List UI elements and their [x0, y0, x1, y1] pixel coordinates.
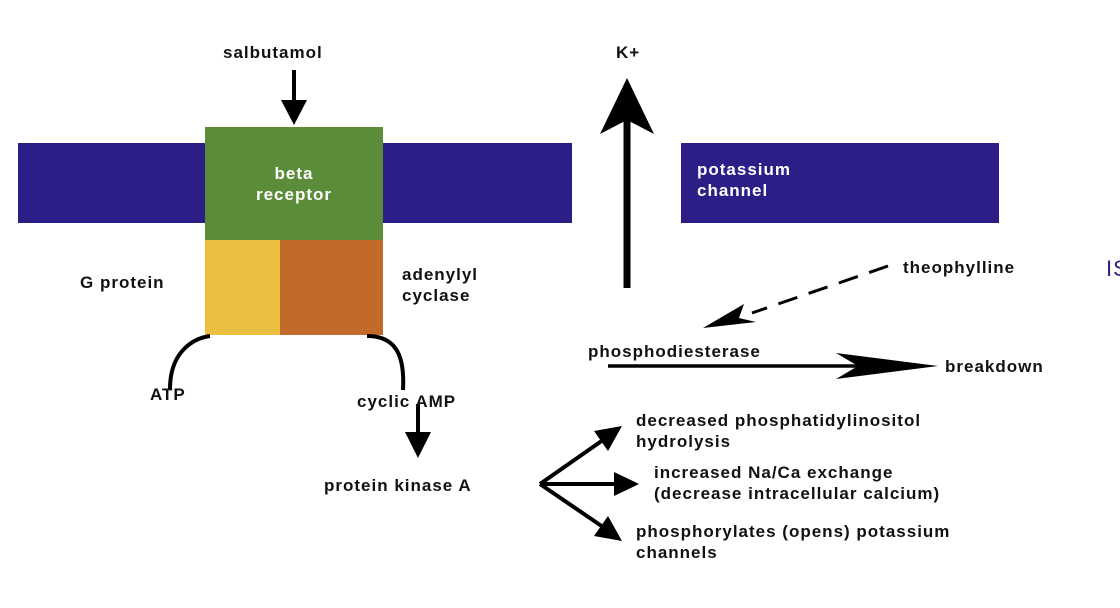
- k-plus-arrow: [600, 78, 654, 288]
- adenylyl-cyclase-label: adenylyl cyclase: [402, 265, 479, 305]
- salbutamol-label: salbutamol: [223, 43, 323, 62]
- theophylline-arrow: [703, 264, 889, 328]
- cyclic-amp-curve: [366, 334, 406, 391]
- effect-arrow-middle: [540, 472, 639, 496]
- beta-receptor-block: [205, 127, 383, 240]
- effect-label-phosphatidylinositol: decreased phosphatidylinositol hydrolysi…: [636, 411, 922, 451]
- protein-kinase-a-label: protein kinase A: [324, 476, 472, 495]
- protein-kinase-arrow: [405, 404, 431, 458]
- cyclic-amp-label: cyclic AMP: [357, 392, 457, 411]
- atp-label: ATP: [150, 385, 186, 404]
- atp-curve: [168, 334, 211, 390]
- g-protein-label: G protein: [80, 273, 165, 292]
- potassium-channel-bar: [681, 143, 999, 223]
- g-protein-block: [205, 240, 280, 335]
- potassium-channel-label: potassium channel: [697, 160, 792, 200]
- k-plus-label: K+: [616, 43, 641, 62]
- theophylline-label: theophylline: [903, 258, 1016, 277]
- effect-arrow-bottom: [538, 482, 622, 541]
- adenylyl-cyclase-block: [280, 240, 383, 335]
- effect-arrow-top: [538, 426, 622, 486]
- beta-receptor-label: beta receptor: [255, 164, 333, 204]
- salbutamol-arrow: [281, 70, 307, 125]
- breakdown-arrow: [608, 353, 938, 379]
- edge-text-fragment: IS: [1106, 256, 1120, 281]
- effect-label-potassium-channels: phosphorylates (opens) potassium channel…: [636, 522, 951, 562]
- phosphodiesterase-label: phosphodiesterase: [588, 342, 761, 361]
- effect-label-na-ca-exchange: increased Na/Ca exchange (decrease intra…: [654, 463, 941, 503]
- breakdown-label: breakdown: [945, 357, 1044, 376]
